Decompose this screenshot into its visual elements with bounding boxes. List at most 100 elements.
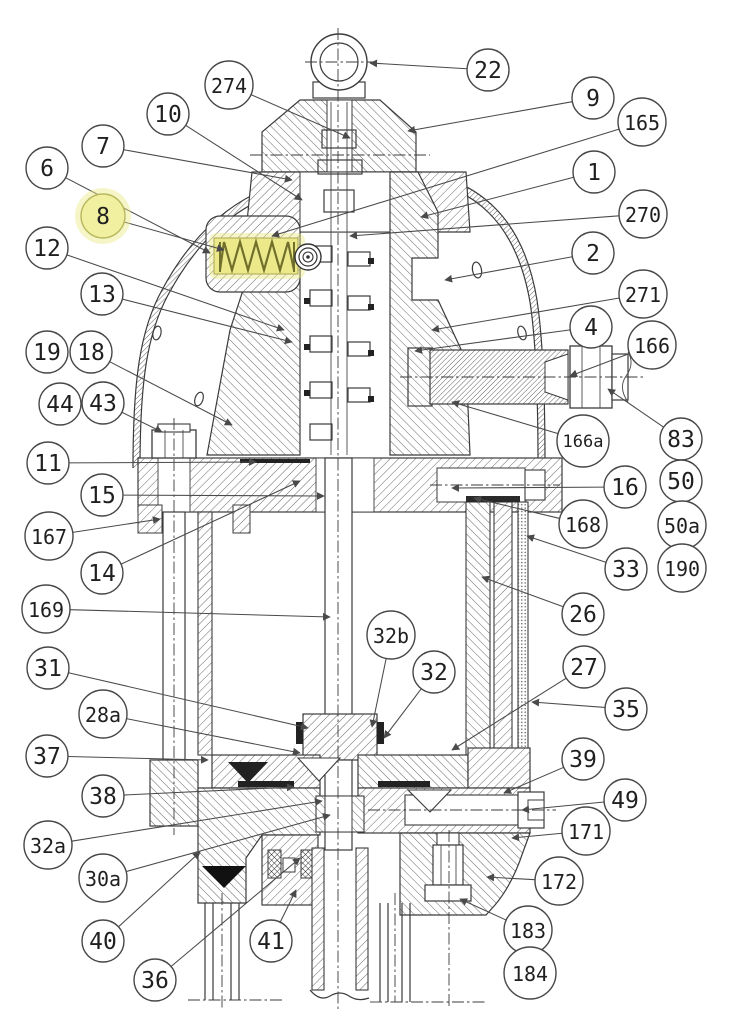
balloon-circle-44[interactable] [38,382,82,426]
balloon-50a[interactable]: 50a [657,500,707,550]
balloon-circle-11[interactable] [26,441,70,485]
balloon-40[interactable]: 40 [81,851,201,963]
balloon-168[interactable]: 168 [473,495,608,549]
balloon-circle-39[interactable] [561,737,605,781]
balloon-184[interactable]: 184 [503,946,557,1000]
balloon-circle-18[interactable] [69,330,113,374]
balloon-circle-190[interactable] [657,543,707,593]
balloon-circle-36[interactable] [133,958,177,1002]
balloon-9[interactable]: 9 [407,76,615,134]
balloon-circle-40[interactable] [81,919,125,963]
balloon-274[interactable]: 274 [204,60,351,139]
balloon-circle-8[interactable] [80,193,126,239]
balloon-37[interactable]: 37 [25,734,209,778]
balloon-circle-37[interactable] [25,734,69,778]
balloon-35[interactable]: 35 [531,687,648,731]
balloon-19[interactable]: 19 [25,330,69,374]
balloon-circle-49[interactable] [603,778,647,822]
balloon-circle-13[interactable] [80,272,124,316]
balloon-33[interactable]: 33 [526,534,648,591]
balloon-circle-22[interactable] [466,48,510,92]
balloon-circle-165[interactable] [617,97,667,147]
balloon-16[interactable]: 16 [451,465,647,509]
balloon-31[interactable]: 31 [26,646,309,731]
balloon-28a[interactable]: 28a [78,689,301,756]
balloon-circle-274[interactable] [204,60,254,110]
balloon-circle-41[interactable] [249,919,293,963]
balloon-circle-38[interactable] [81,774,125,818]
balloon-circle-271[interactable] [618,269,668,319]
balloon-171[interactable]: 171 [511,806,611,856]
balloon-circle-19[interactable] [25,330,69,374]
balloon-8[interactable]: 8 [75,188,225,252]
balloon-circle-43[interactable] [81,381,125,425]
balloon-43[interactable]: 43 [81,381,163,433]
balloon-166[interactable]: 166 [569,320,677,378]
balloon-7[interactable]: 7 [81,124,293,183]
balloon-50[interactable]: 50 [659,459,703,503]
balloon-circle-26[interactable] [561,592,605,636]
balloon-12[interactable]: 12 [25,226,285,332]
balloon-169[interactable]: 169 [21,584,331,634]
balloon-10[interactable]: 10 [146,92,303,201]
balloon-circle-32a[interactable] [23,820,73,870]
balloon-circle-15[interactable] [80,473,124,517]
balloon-2[interactable]: 2 [444,231,615,283]
balloon-circle-12[interactable] [25,226,69,270]
balloon-circle-10[interactable] [146,92,190,136]
balloon-circle-4[interactable] [569,305,613,349]
balloon-83[interactable]: 83 [607,388,703,461]
balloon-circle-32[interactable] [412,650,456,694]
balloon-27[interactable]: 27 [451,645,606,751]
balloon-172[interactable]: 172 [486,856,584,906]
balloon-circle-16[interactable] [603,465,647,509]
balloon-circle-14[interactable] [80,551,124,595]
balloon-circle-35[interactable] [604,687,648,731]
balloon-13[interactable]: 13 [80,272,293,345]
balloon-190[interactable]: 190 [657,543,707,593]
balloon-167[interactable]: 167 [24,511,161,561]
balloon-6[interactable]: 6 [25,146,211,254]
balloon-26[interactable]: 26 [481,575,605,636]
balloon-circle-31[interactable] [26,646,70,690]
balloon-49[interactable]: 49 [521,778,647,822]
balloon-36[interactable]: 36 [133,857,301,1002]
balloon-circle-32b[interactable] [366,610,416,660]
balloon-circle-7[interactable] [81,124,125,168]
balloon-41[interactable]: 41 [249,889,297,963]
balloon-circle-1[interactable] [572,150,616,194]
balloon-44[interactable]: 44 [38,382,82,426]
balloon-32[interactable]: 32 [383,650,456,739]
balloon-circle-172[interactable] [534,856,584,906]
balloon-circle-270[interactable] [618,189,668,239]
balloon-circle-6[interactable] [25,146,69,190]
balloon-18[interactable]: 18 [69,330,233,426]
balloon-4[interactable]: 4 [414,305,613,354]
balloon-circle-2[interactable] [571,231,615,275]
balloon-circle-28a[interactable] [78,689,128,739]
balloon-circle-171[interactable] [561,806,611,856]
balloon-166a[interactable]: 166a [451,400,610,468]
balloon-30a[interactable]: 30a [78,813,331,903]
balloon-circle-33[interactable] [604,547,648,591]
balloon-circle-184[interactable] [503,946,557,1000]
balloon-circle-167[interactable] [24,511,74,561]
balloon-circle-27[interactable] [562,645,606,689]
balloon-270[interactable]: 270 [349,189,668,240]
balloon-22[interactable]: 22 [369,48,510,92]
balloon-38[interactable]: 38 [81,774,295,818]
balloon-271[interactable]: 271 [431,269,668,333]
balloon-circle-169[interactable] [21,584,71,634]
balloon-32a[interactable]: 32a [23,798,323,870]
balloon-1[interactable]: 1 [420,150,616,220]
balloon-circle-30a[interactable] [78,853,128,903]
balloon-11[interactable]: 11 [26,441,257,485]
balloon-39[interactable]: 39 [503,737,605,794]
balloon-14[interactable]: 14 [80,480,301,595]
balloon-15[interactable]: 15 [80,473,325,517]
balloon-circle-166a[interactable] [556,414,610,468]
balloon-circle-9[interactable] [571,76,615,120]
balloon-circle-168[interactable] [558,499,608,549]
balloon-165[interactable]: 165 [271,97,667,238]
balloon-circle-166[interactable] [627,320,677,370]
